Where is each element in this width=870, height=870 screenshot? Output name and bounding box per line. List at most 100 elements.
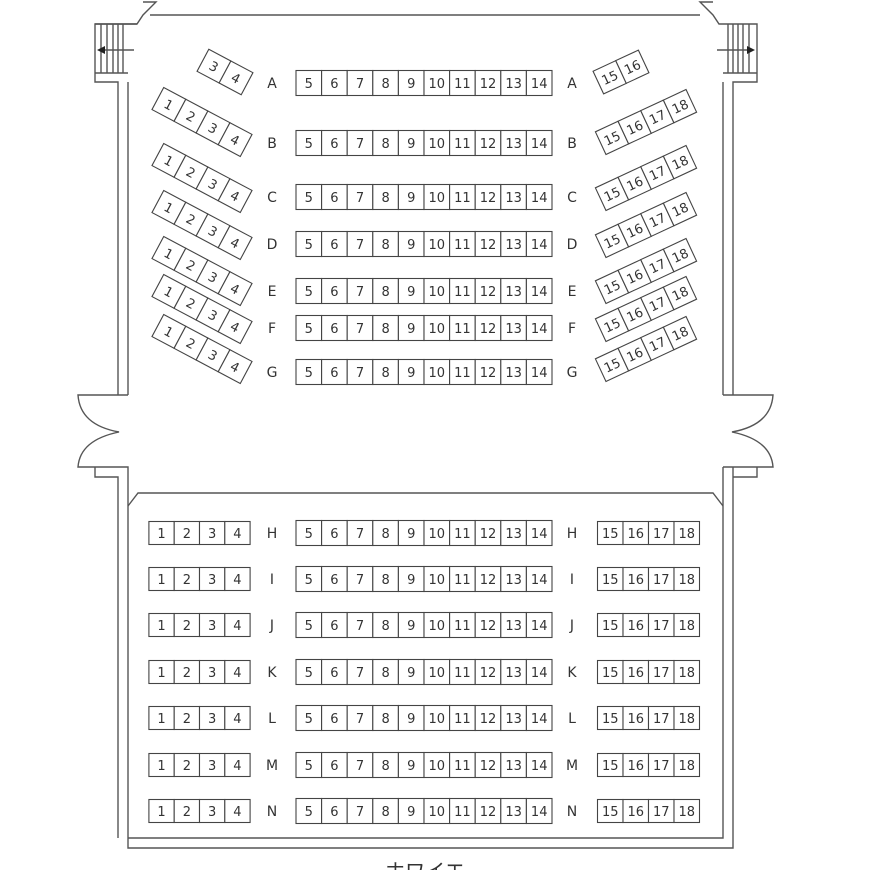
seat[interactable]: 9 — [397, 611, 425, 639]
seat[interactable]: 17 — [647, 705, 675, 731]
seat[interactable]: 13 — [500, 314, 527, 342]
seat[interactable]: 16 — [622, 798, 650, 824]
seat[interactable]: 3 — [198, 752, 226, 778]
seat[interactable]: 4 — [224, 612, 251, 638]
seat[interactable]: 8 — [372, 183, 399, 211]
seat[interactable]: 6 — [321, 565, 348, 593]
seat[interactable]: 14 — [525, 797, 553, 825]
seat[interactable]: 18 — [662, 88, 698, 124]
seat[interactable]: 14 — [525, 358, 553, 386]
seat[interactable]: 13 — [500, 69, 527, 97]
seat[interactable]: 14 — [525, 129, 553, 157]
seat[interactable]: 14 — [525, 658, 553, 686]
seat[interactable]: 7 — [346, 129, 374, 157]
seat[interactable]: 7 — [346, 183, 374, 211]
seat[interactable]: 4 — [224, 798, 251, 824]
seat[interactable]: 10 — [423, 277, 451, 305]
seat[interactable]: 1 — [148, 566, 175, 592]
seat[interactable]: 12 — [474, 314, 502, 342]
seat[interactable]: 8 — [372, 797, 399, 825]
seat[interactable]: 10 — [423, 797, 451, 825]
seat[interactable]: 13 — [500, 611, 527, 639]
seat[interactable]: 17 — [647, 612, 675, 638]
seat[interactable]: 11 — [449, 519, 476, 547]
seat[interactable]: 17 — [647, 752, 675, 778]
seat[interactable]: 10 — [423, 611, 451, 639]
seat[interactable]: 8 — [372, 519, 399, 547]
seat[interactable]: 3 — [198, 705, 226, 731]
seat[interactable]: 17 — [647, 659, 675, 685]
seat[interactable]: 15 — [594, 307, 630, 343]
seat[interactable]: 8 — [372, 358, 399, 386]
seat[interactable]: 15 — [596, 566, 624, 592]
seat[interactable]: 13 — [500, 751, 527, 779]
seat[interactable]: 17 — [639, 286, 675, 322]
seat[interactable]: 6 — [321, 277, 348, 305]
seat[interactable]: 18 — [673, 705, 701, 731]
seat[interactable]: 12 — [474, 129, 502, 157]
seat[interactable]: 8 — [372, 314, 399, 342]
seat[interactable]: 2 — [173, 705, 201, 731]
seat[interactable]: 10 — [423, 658, 451, 686]
seat[interactable]: 5 — [295, 611, 323, 639]
seat[interactable]: 18 — [673, 798, 701, 824]
seat[interactable]: 13 — [500, 358, 527, 386]
seat[interactable]: 16 — [622, 566, 650, 592]
seat[interactable]: 9 — [397, 277, 425, 305]
seat[interactable]: 4 — [217, 270, 253, 307]
seat[interactable]: 14 — [525, 230, 553, 258]
seat[interactable]: 5 — [295, 704, 323, 732]
seat[interactable]: 3 — [198, 520, 226, 546]
seat[interactable]: 12 — [474, 797, 502, 825]
seat[interactable]: 7 — [346, 704, 374, 732]
seat[interactable]: 14 — [525, 519, 553, 547]
seat[interactable]: 3 — [195, 337, 231, 373]
seat[interactable]: 8 — [372, 565, 399, 593]
seat[interactable]: 5 — [295, 230, 323, 258]
seat[interactable]: 3 — [198, 612, 226, 638]
seat[interactable]: 16 — [617, 258, 653, 294]
seat[interactable]: 12 — [474, 69, 502, 97]
seat[interactable]: 8 — [372, 611, 399, 639]
seat[interactable]: 8 — [372, 129, 399, 157]
seat[interactable]: 9 — [397, 129, 425, 157]
seat[interactable]: 1 — [148, 752, 175, 778]
seat[interactable]: 8 — [372, 751, 399, 779]
seat[interactable]: 18 — [673, 752, 701, 778]
seat[interactable]: 11 — [449, 314, 476, 342]
seat[interactable]: 9 — [397, 751, 425, 779]
seat[interactable]: 4 — [224, 705, 251, 731]
seat[interactable]: 1 — [151, 189, 187, 226]
seat[interactable]: 16 — [617, 296, 653, 332]
seat[interactable]: 3 — [195, 213, 231, 249]
seat[interactable]: 18 — [662, 275, 698, 311]
seat[interactable]: 15 — [596, 612, 624, 638]
seat[interactable]: 1 — [151, 273, 187, 310]
seat[interactable]: 9 — [397, 658, 425, 686]
seat[interactable]: 9 — [397, 314, 425, 342]
seat[interactable]: 12 — [474, 183, 502, 211]
seat[interactable]: 7 — [346, 797, 374, 825]
seat[interactable]: 3 — [198, 659, 226, 685]
seat[interactable]: 18 — [662, 144, 698, 180]
seat[interactable]: 14 — [525, 69, 553, 97]
seat[interactable]: 9 — [397, 797, 425, 825]
seat[interactable]: 17 — [639, 155, 675, 191]
seat[interactable]: 11 — [449, 129, 476, 157]
seat[interactable]: 6 — [321, 314, 348, 342]
seat[interactable]: 2 — [173, 566, 201, 592]
seat[interactable]: 2 — [173, 798, 201, 824]
seat[interactable]: 5 — [295, 277, 323, 305]
seat[interactable]: 16 — [617, 165, 653, 201]
seat[interactable]: 9 — [397, 565, 425, 593]
seat[interactable]: 12 — [474, 358, 502, 386]
seat[interactable]: 2 — [173, 247, 209, 283]
seat[interactable]: 11 — [449, 230, 476, 258]
seat[interactable]: 8 — [372, 704, 399, 732]
seat[interactable]: 15 — [596, 705, 624, 731]
seat[interactable]: 11 — [449, 704, 476, 732]
seat[interactable]: 15 — [596, 752, 624, 778]
seat[interactable]: 10 — [423, 129, 451, 157]
seat[interactable]: 18 — [662, 191, 698, 227]
seat[interactable]: 7 — [346, 230, 374, 258]
